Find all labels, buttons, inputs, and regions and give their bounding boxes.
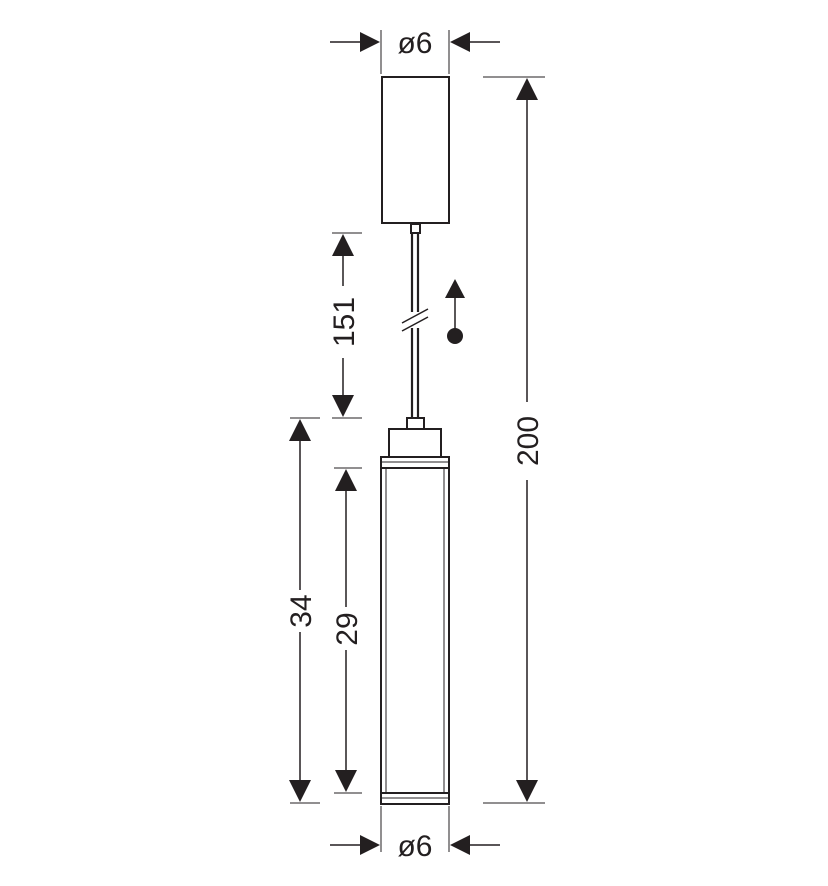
total-height-label: 200	[512, 416, 545, 466]
lamp-body	[380, 417, 450, 805]
top-diameter-label: ø6	[397, 27, 432, 60]
tube-height-label: 34	[285, 594, 318, 627]
canopy-connector	[410, 223, 421, 234]
dimension-cable-length	[332, 232, 362, 419]
shade-height-label: 29	[331, 612, 364, 645]
canopy	[381, 76, 450, 224]
dimension-bottom-diameter	[330, 806, 500, 855]
dimension-tube-height	[289, 417, 320, 804]
cable-length-label: 151	[328, 297, 361, 347]
dimension-top-diameter	[330, 30, 500, 74]
dimension-total-height	[483, 76, 545, 804]
dimension-shade-height	[334, 467, 362, 794]
adjustable-height-icon	[445, 279, 465, 344]
bottom-diameter-label: ø6	[397, 830, 432, 863]
suspension-cable	[400, 233, 432, 418]
